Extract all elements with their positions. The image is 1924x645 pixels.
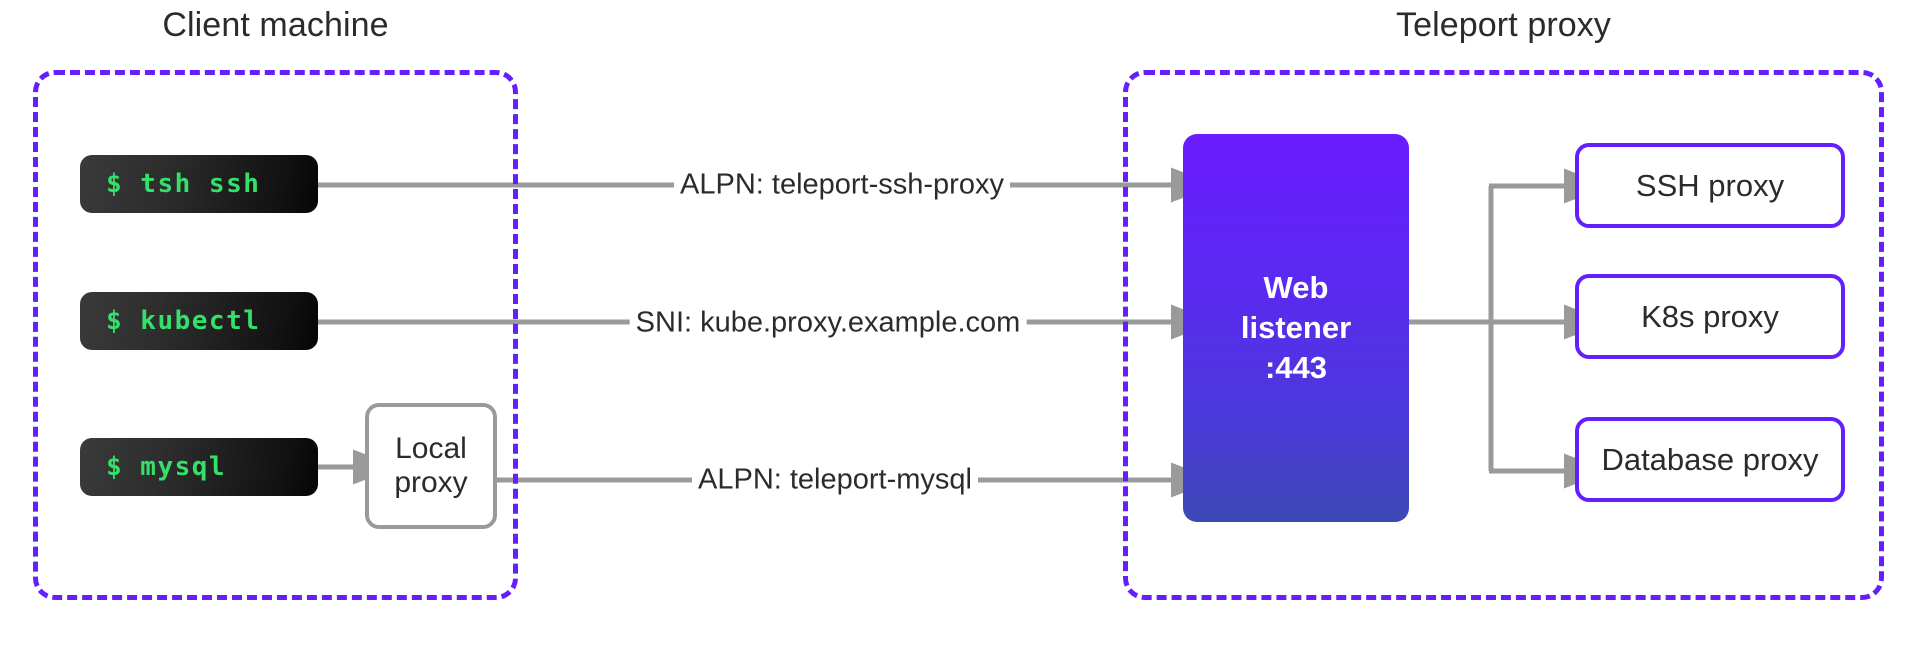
terminal-tsh-ssh-label: $ tsh ssh [106,169,261,199]
web-listener-line3: :443 [1264,349,1328,385]
terminal-kubectl-label: $ kubectl [106,306,261,336]
web-listener-box[interactable]: Web listener :443 [1183,134,1409,522]
zone-title-teleport-proxy: Teleport proxy [1396,6,1611,44]
edge-label-alpn-mysql: ALPN: teleport-mysql [692,463,978,497]
zone-client-machine [33,70,518,600]
k8s-proxy-box[interactable]: K8s proxy [1575,274,1845,359]
ssh-proxy-box[interactable]: SSH proxy [1575,143,1845,228]
web-listener-line1: Web [1263,270,1329,306]
zone-title-client: Client machine [162,6,389,44]
local-proxy-box[interactable]: Local proxy [365,403,497,529]
local-proxy-line2: proxy [394,466,468,499]
terminal-kubectl[interactable]: $ kubectl [80,292,318,350]
database-proxy-label: Database proxy [1601,441,1819,477]
zone-teleport-proxy [1123,70,1884,600]
edge-label-alpn-ssh: ALPN: teleport-ssh-proxy [674,168,1010,202]
edge-label-sni-kube: SNI: kube.proxy.example.com [629,306,1027,340]
ssh-proxy-label: SSH proxy [1635,167,1785,203]
terminal-mysql-label: $ mysql [106,452,227,482]
terminal-mysql[interactable]: $ mysql [80,438,318,496]
k8s-proxy-label: K8s proxy [1641,298,1779,334]
local-proxy-line1: Local [395,432,467,466]
terminal-tsh-ssh[interactable]: $ tsh ssh [80,155,318,213]
database-proxy-box[interactable]: Database proxy [1575,417,1845,502]
web-listener-line2: listener [1240,310,1352,346]
